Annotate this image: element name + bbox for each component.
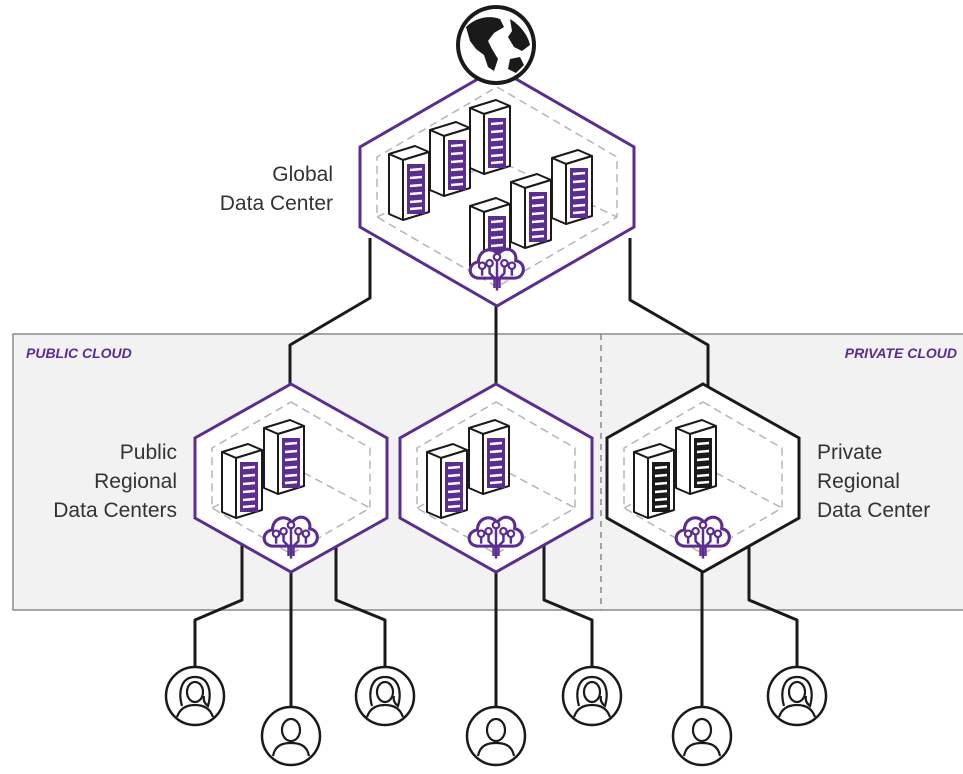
server-rack-icon xyxy=(467,418,511,496)
male-user-icon[interactable] xyxy=(465,705,527,767)
global-dc-label-line2: Data Center xyxy=(220,192,333,215)
global-dc-label-line1: Global xyxy=(272,163,333,186)
server-rack-icon xyxy=(220,442,264,520)
link-public-2-user-5 xyxy=(542,540,594,670)
public-regional-dc-2[interactable] xyxy=(398,382,594,574)
regional-dc-inner-outline xyxy=(211,401,371,555)
private-dc-label-line3: Data Center xyxy=(817,499,930,522)
server-rack-icon xyxy=(674,418,718,496)
server-rack-icon xyxy=(632,442,676,520)
public-regional-dc-1[interactable] xyxy=(193,382,389,574)
male-user-icon[interactable] xyxy=(260,705,322,767)
regional-dc-inner-outline xyxy=(623,401,783,555)
private-dc-label-line1: Private xyxy=(817,441,882,464)
server-rack-icon xyxy=(425,442,469,520)
server-rack-icon xyxy=(468,98,512,176)
globe-icon xyxy=(456,5,536,85)
server-rack-icon xyxy=(509,172,553,250)
link-public-1-user-1 xyxy=(193,540,244,670)
server-rack-icon xyxy=(262,418,306,496)
male-user-icon[interactable] xyxy=(671,705,733,767)
link-global-public-1 xyxy=(288,238,372,388)
female-user-icon[interactable] xyxy=(766,665,828,727)
global-dc-inner-outline xyxy=(376,86,618,288)
link-global-private xyxy=(628,238,710,388)
connections xyxy=(193,238,799,708)
private-dc-label-line2: Regional xyxy=(817,470,900,493)
public-cloud-label: PUBLIC CLOUD xyxy=(26,345,132,361)
global-data-center[interactable]: Global Data Center xyxy=(220,66,636,308)
public-dc-label-line3: Data Centers xyxy=(53,499,177,522)
private-regional-dc[interactable] xyxy=(605,382,801,574)
link-public-1-user-3 xyxy=(334,540,387,670)
server-rack-icon xyxy=(428,120,472,198)
female-user-icon[interactable] xyxy=(561,665,623,727)
private-cloud-label: PRIVATE CLOUD xyxy=(845,345,957,361)
public-dc-label-line1: Public xyxy=(120,441,177,464)
link-private-user-7 xyxy=(747,540,799,670)
server-rack-icon xyxy=(550,148,594,226)
female-user-icon[interactable] xyxy=(164,665,226,727)
public-dc-label-line2: Regional xyxy=(94,470,177,493)
regional-dc-inner-outline xyxy=(416,401,576,555)
server-rack-icon xyxy=(387,144,431,222)
female-user-icon[interactable] xyxy=(354,665,416,727)
